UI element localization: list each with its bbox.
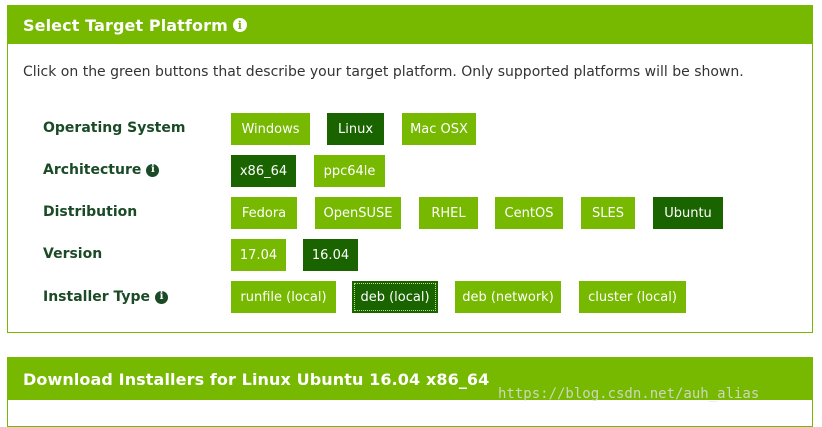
option-windows[interactable]: Windows <box>231 113 310 145</box>
option-deb-local[interactable]: deb (local) <box>352 281 438 313</box>
option-deb-network[interactable]: deb (network) <box>455 281 561 313</box>
option-16-04[interactable]: 16.04 <box>303 239 358 271</box>
row-label-distribution: Distribution <box>43 204 138 220</box>
panel-header: Download Installers for Linux Ubuntu 16.… <box>8 358 812 400</box>
option-ubuntu[interactable]: Ubuntu <box>653 197 723 229</box>
intro-text: Click on the green buttons that describe… <box>23 64 744 80</box>
info-icon[interactable]: i <box>146 163 160 177</box>
row-label-operating-system: Operating System <box>43 120 186 136</box>
row-label-installer-type: Installer Type i <box>43 289 169 305</box>
option-centos[interactable]: CentOS <box>495 197 563 229</box>
panel-header: Select Target Platform i <box>8 6 812 44</box>
watermark: https://blog.csdn.net/auh_alias <box>498 386 760 402</box>
option-ppc64le[interactable]: ppc64le <box>314 155 385 187</box>
info-icon[interactable]: i <box>232 18 247 32</box>
download-installers-panel: Download Installers for Linux Ubuntu 16.… <box>7 357 813 427</box>
select-target-platform-panel: Select Target Platform i Click on the gr… <box>7 5 813 333</box>
option-sles[interactable]: SLES <box>581 197 635 229</box>
option-mac-osx[interactable]: Mac OSX <box>402 113 476 145</box>
option-opensuse[interactable]: OpenSUSE <box>315 197 401 229</box>
option-runfile-local[interactable]: runfile (local) <box>231 281 336 313</box>
panel-title: Download Installers for Linux Ubuntu 16.… <box>23 369 490 389</box>
option-17-04[interactable]: 17.04 <box>231 239 286 271</box>
option-cluster-local[interactable]: cluster (local) <box>579 281 686 313</box>
row-label-version: Version <box>43 246 103 262</box>
info-icon[interactable]: i <box>155 290 169 304</box>
option-x86-64[interactable]: x86_64 <box>231 155 296 187</box>
panel-title: Select Target Platform <box>23 15 228 35</box>
option-rhel[interactable]: RHEL <box>419 197 478 229</box>
option-linux[interactable]: Linux <box>327 113 384 145</box>
option-fedora[interactable]: Fedora <box>231 197 297 229</box>
row-label-architecture: Architecture i <box>43 162 160 178</box>
